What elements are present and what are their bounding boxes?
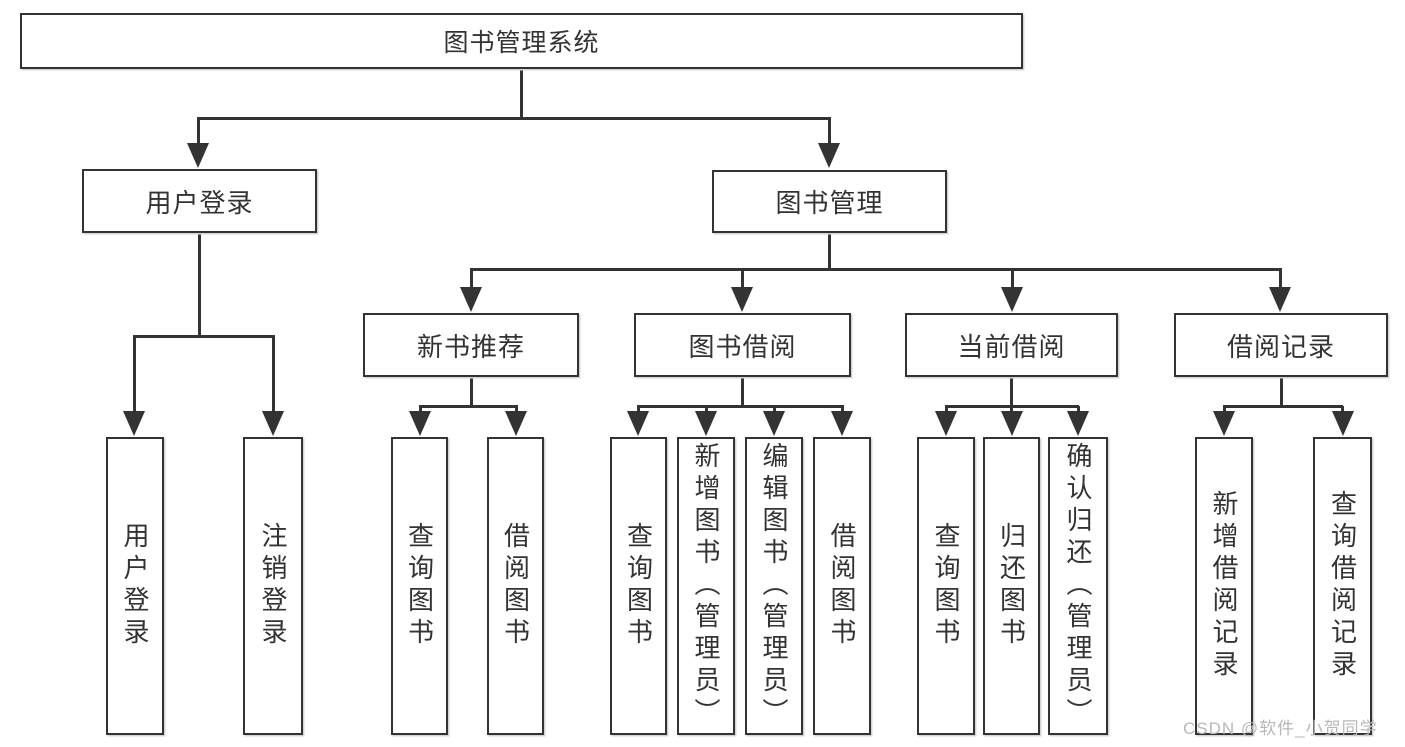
connector-bookmgmt-stem-3: [1010, 269, 1014, 289]
connector-newbook-stem-2: [514, 406, 518, 414]
leaf-add-book-admin: 新增图书（管理员）: [677, 437, 735, 735]
arrowhead-records-add: [1213, 411, 1235, 436]
node-user-login: 用户登录: [82, 169, 317, 233]
connector-root-stem-right: [827, 118, 831, 145]
connector-newbook-trunk: [469, 377, 473, 406]
connector-borrow-stem-1: [636, 406, 640, 414]
arrowhead-current-confirm: [1067, 411, 1089, 436]
node-book-management: 图书管理: [712, 170, 947, 233]
leaf-edit-book-admin: 编辑图书（管理员）: [745, 437, 803, 735]
leaf-borrow-borrow-books: 借阅图书: [813, 437, 871, 735]
leaf-current-query-books: 查询图书: [917, 437, 975, 735]
connector-current-stem-2: [1010, 406, 1013, 414]
arrowhead-user-login: [187, 143, 209, 168]
node-borrow-records-label: 借阅记录: [1226, 331, 1335, 362]
node-root: 图书管理系统: [20, 13, 1023, 69]
connector-newbook-stem-1: [418, 406, 422, 414]
connector-bookmgmt-trunk: [827, 233, 831, 269]
connector-borrow-rail: [636, 404, 844, 408]
leaf-newbook-borrow-books-label: 借阅图书: [500, 522, 531, 650]
leaf-logout: 注销登录: [243, 437, 303, 735]
leaf-user-login-label: 用户登录: [120, 522, 150, 650]
connector-borrow-stem-4: [840, 406, 844, 414]
connector-current-stem-3: [1076, 406, 1080, 414]
leaf-return-books: 归还图书: [983, 437, 1040, 735]
connector-userlogin-stem-1: [132, 336, 136, 413]
arrowhead-book-management: [818, 143, 840, 168]
node-book-borrow: 图书借阅: [634, 313, 851, 377]
arrowhead-current-query: [935, 411, 957, 436]
node-root-label: 图书管理系统: [443, 29, 600, 57]
leaf-edit-book-admin-label: 编辑图书（管理员）: [759, 442, 789, 730]
leaf-confirm-return-admin-label: 确认归还（管理员）: [1063, 442, 1093, 730]
node-current-borrow-label: 当前借阅: [957, 331, 1066, 362]
leaf-newbook-borrow-books: 借阅图书: [487, 437, 544, 735]
connector-records-trunk: [1279, 377, 1283, 406]
node-new-book-recommend: 新书推荐: [363, 313, 579, 377]
node-book-borrow-label: 图书借阅: [688, 331, 797, 362]
arrowhead-borrow-edit: [763, 411, 785, 436]
leaf-borrow-query-books: 查询图书: [610, 437, 667, 735]
arrowhead-current-borrow: [1001, 287, 1023, 312]
csdn-watermark: CSDN @软件_小贺同学: [1183, 719, 1378, 738]
connector-root-rail: [196, 116, 831, 120]
leaf-borrow-query-books-label: 查询图书: [623, 522, 654, 650]
arrowhead-borrow-borrow: [831, 411, 853, 436]
connector-current-stem-1: [944, 406, 948, 414]
connector-bookmgmt-rail: [469, 267, 1282, 271]
connector-records-stem-2: [1341, 406, 1344, 414]
connector-borrow-stem-2: [704, 406, 708, 414]
arrowhead-leaf-user-login: [123, 411, 145, 436]
arrowhead-records-query: [1331, 411, 1354, 436]
arrowhead-borrow-records: [1269, 287, 1291, 312]
leaf-query-borrow-record: 查询借阅记录: [1313, 437, 1372, 735]
leaf-user-login: 用户登录: [106, 437, 164, 735]
connector-borrow-stem-3: [772, 406, 776, 414]
connector-userlogin-trunk: [197, 233, 201, 336]
node-current-borrow: 当前借阅: [905, 313, 1118, 377]
leaf-return-books-label: 归还图书: [996, 522, 1027, 650]
leaf-current-query-books-label: 查询图书: [931, 522, 961, 650]
arrowhead-newbook-query: [409, 411, 431, 436]
connector-root-trunk: [519, 69, 523, 118]
arrowhead-leaf-logout: [262, 411, 284, 436]
arrowhead-borrow-add: [695, 411, 717, 436]
node-new-book-recommend-label: 新书推荐: [416, 331, 525, 362]
leaf-newbook-query-books-label: 查询图书: [404, 522, 435, 650]
arrowhead-borrow-query: [627, 411, 649, 436]
connector-records-stem-1: [1222, 406, 1226, 414]
arrowhead-book-borrow: [731, 287, 753, 312]
arrowhead-current-return: [1000, 411, 1023, 436]
connector-borrow-trunk: [741, 377, 744, 406]
connector-bookmgmt-stem-4: [1278, 269, 1282, 289]
leaf-add-book-admin-label: 新增图书（管理员）: [691, 442, 721, 730]
connector-userlogin-rail: [132, 334, 275, 338]
node-borrow-records: 借阅记录: [1174, 313, 1388, 377]
connector-current-trunk: [1010, 377, 1013, 406]
node-user-login-label: 用户登录: [145, 187, 254, 218]
leaf-add-borrow-record: 新增借阅记录: [1195, 437, 1253, 735]
connector-root-stem-left: [196, 118, 200, 145]
leaf-borrow-borrow-books-label: 借阅图书: [827, 522, 857, 650]
connector-records-rail: [1222, 404, 1343, 408]
connector-bookmgmt-stem-2: [740, 269, 744, 289]
leaf-query-borrow-record-label: 查询借阅记录: [1327, 490, 1358, 682]
leaf-confirm-return-admin: 确认归还（管理员）: [1048, 437, 1108, 735]
connector-userlogin-stem-2: [271, 336, 275, 413]
leaf-newbook-query-books: 查询图书: [391, 437, 448, 735]
leaf-logout-label: 注销登录: [258, 522, 288, 650]
arrowhead-newbook-borrow: [505, 411, 527, 436]
connector-bookmgmt-stem-1: [469, 269, 473, 289]
arrowhead-new-book: [460, 287, 482, 312]
leaf-add-borrow-record-label: 新增借阅记录: [1209, 490, 1239, 682]
node-book-management-label: 图书管理: [775, 188, 884, 218]
connector-newbook-rail: [418, 404, 518, 408]
